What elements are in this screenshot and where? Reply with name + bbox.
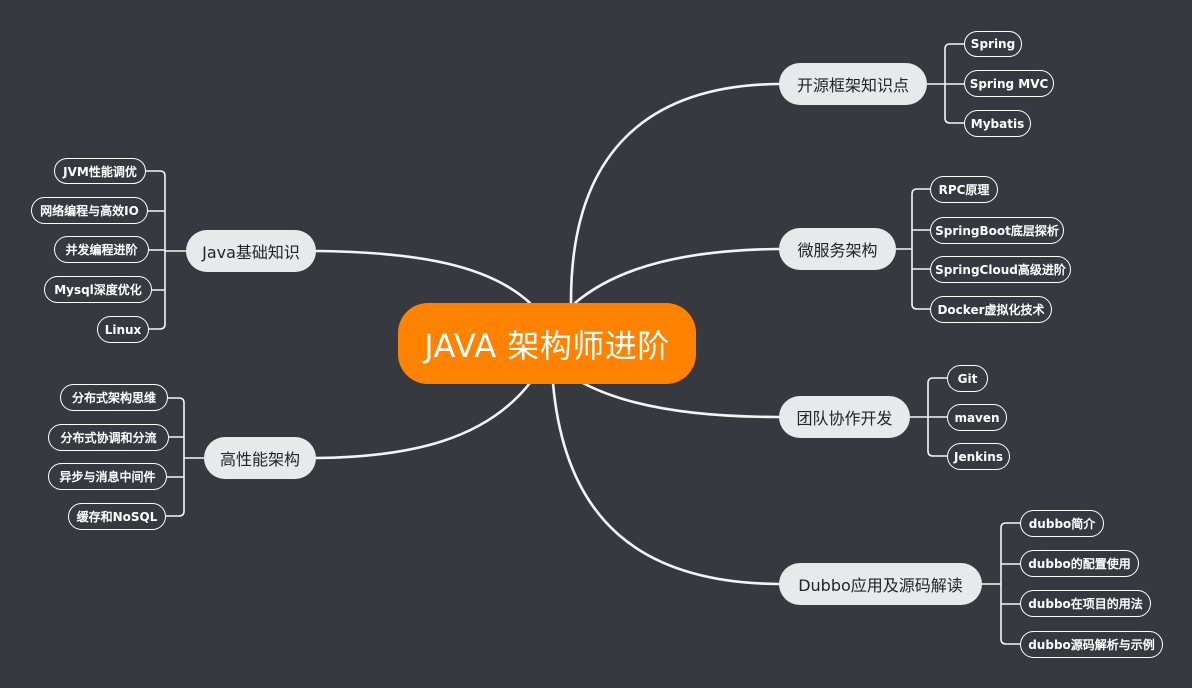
bracket-branch-5 bbox=[166, 397, 204, 517]
central-topic[interactable]: JAVA 架构师进阶 bbox=[398, 303, 696, 384]
branch-team-collaboration[interactable]: 团队协作开发 bbox=[779, 396, 910, 438]
leaf-dubbo-intro[interactable]: dubbo简介 bbox=[1020, 510, 1104, 537]
leaf-dubbo-source[interactable]: dubbo源码解析与示例 bbox=[1020, 631, 1163, 658]
leaf-async-mq[interactable]: 异步与消息中间件 bbox=[48, 463, 167, 490]
branch-java-basics[interactable]: Java基础知识 bbox=[186, 230, 316, 272]
leaf-mysql[interactable]: Mysql深度优化 bbox=[44, 276, 152, 303]
branch-microservices[interactable]: 微服务架构 bbox=[779, 228, 896, 270]
bracket-branch-2 bbox=[910, 377, 947, 457]
bracket-branch-3 bbox=[982, 522, 1020, 645]
leaf-springboot[interactable]: SpringBoot底层探析 bbox=[930, 217, 1064, 244]
leaf-network-io[interactable]: 网络编程与高效IO bbox=[31, 197, 148, 224]
connector-branch-1 bbox=[573, 247, 781, 305]
leaf-rpc[interactable]: RPC原理 bbox=[930, 176, 998, 203]
connector-branch-2 bbox=[581, 381, 781, 419]
bracket-branch-0 bbox=[927, 43, 964, 124]
bracket-branch-4 bbox=[146, 170, 186, 330]
leaf-distributed-coord[interactable]: 分布式协调和分流 bbox=[48, 424, 169, 451]
branch-high-performance[interactable]: 高性能架构 bbox=[204, 437, 316, 479]
leaf-jenkins[interactable]: Jenkins bbox=[947, 443, 1010, 470]
bracket-branch-1 bbox=[896, 188, 930, 310]
leaf-mybatis[interactable]: Mybatis bbox=[964, 110, 1031, 137]
leaf-git[interactable]: Git bbox=[947, 365, 988, 392]
leaf-dubbo-config[interactable]: dubbo的配置使用 bbox=[1020, 550, 1139, 577]
leaf-distributed-arch[interactable]: 分布式架构思维 bbox=[60, 384, 168, 411]
leaf-spring[interactable]: Spring bbox=[964, 31, 1022, 57]
leaf-maven[interactable]: maven bbox=[947, 404, 1007, 431]
branch-dubbo[interactable]: Dubbo应用及源码解读 bbox=[779, 563, 982, 605]
branch-open-source-frameworks[interactable]: 开源框架知识点 bbox=[779, 63, 927, 105]
leaf-jvm-tuning[interactable]: JVM性能调优 bbox=[54, 158, 146, 184]
connector-branch-5 bbox=[314, 381, 532, 460]
connector-branch-4 bbox=[314, 249, 532, 305]
leaf-docker[interactable]: Docker虚拟化技术 bbox=[930, 296, 1052, 323]
leaf-cache-nosql[interactable]: 缓存和NoSQL bbox=[68, 503, 166, 530]
leaf-spring-mvc[interactable]: Spring MVC bbox=[964, 70, 1054, 97]
leaf-concurrency[interactable]: 并发编程进阶 bbox=[54, 236, 149, 263]
connector-branch-3 bbox=[551, 381, 781, 586]
leaf-dubbo-usage[interactable]: dubbo在项目的用法 bbox=[1020, 590, 1151, 617]
leaf-springcloud[interactable]: SpringCloud高级进阶 bbox=[930, 256, 1071, 283]
connector-branch-0 bbox=[569, 82, 781, 306]
leaf-linux[interactable]: Linux bbox=[97, 316, 149, 343]
